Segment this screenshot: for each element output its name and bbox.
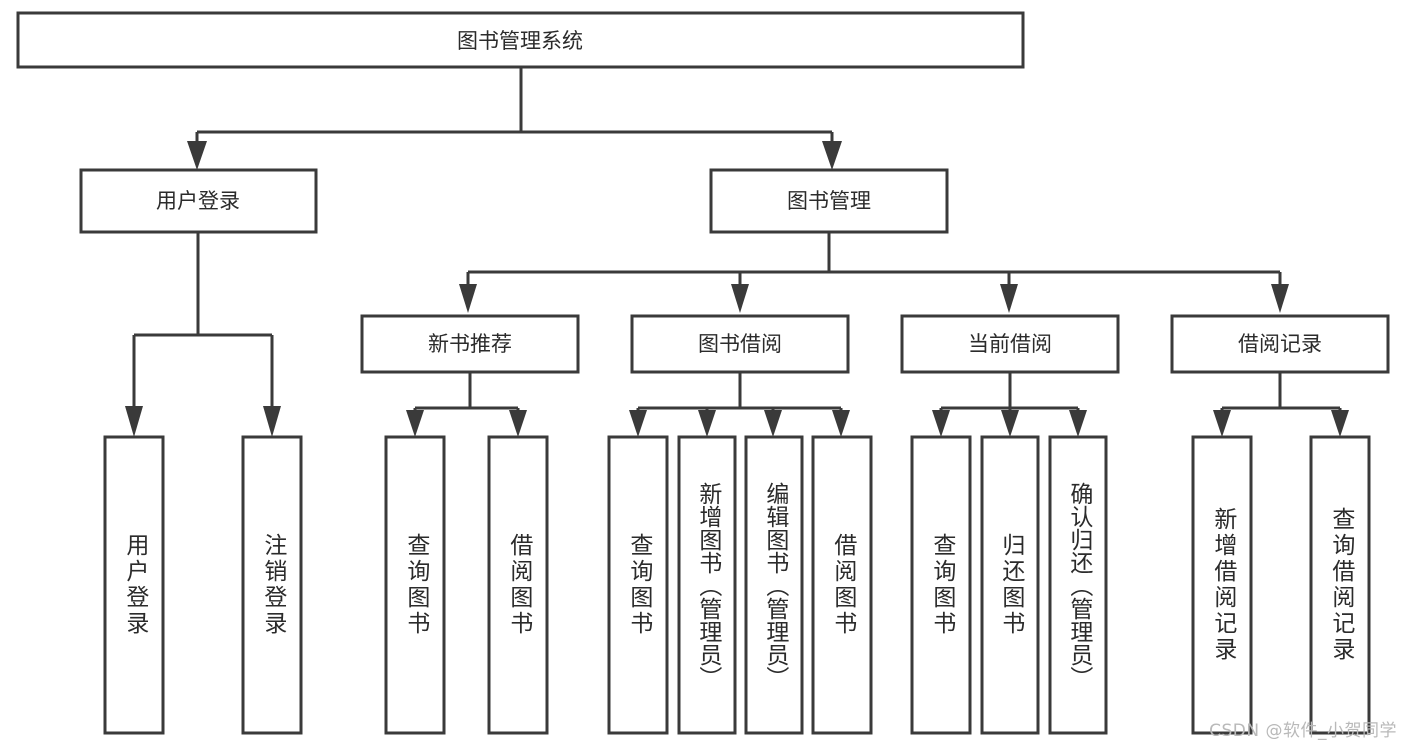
arrow-head-leaf-edit-book-admin: [764, 410, 782, 437]
arrow-head-user-login: [187, 141, 207, 170]
node-current-borrow[interactable]: 当前借阅: [900, 314, 1120, 374]
book-borrow-label: 图书借阅: [698, 332, 782, 356]
arrow-head-leaf-borrow-book-2: [832, 410, 850, 437]
new-book-recommend-label: 新书推荐: [428, 332, 512, 356]
leaf-box-query-borrow-record[interactable]: [1309, 435, 1371, 735]
leaf-box-query-book-2[interactable]: [607, 435, 669, 735]
arrow-head-new-book-recommend: [459, 284, 477, 313]
arrow-head-leaf-confirm-return-admin: [1069, 410, 1087, 437]
connector-book-manage-to-level3: [459, 232, 1289, 313]
leaf-box-borrow-book-1[interactable]: [487, 435, 549, 735]
arrow-head-leaf-user-login: [125, 406, 143, 437]
arrow-head-leaf-query-book-2: [629, 410, 647, 437]
leaf-box-edit-book-admin[interactable]: [744, 435, 804, 735]
node-root[interactable]: 图书管理系统: [16, 11, 1025, 69]
leaf-box-confirm-return-admin[interactable]: [1048, 435, 1108, 735]
root-box[interactable]: [16, 11, 1025, 69]
connector-user-login-to-leaves: [125, 232, 281, 437]
arrow-head-leaf-add-borrow-record: [1213, 410, 1231, 437]
leaf-box-add-book-admin[interactable]: [677, 435, 737, 735]
leaf-box-borrow-book-2[interactable]: [811, 435, 873, 735]
leaf-box-add-borrow-record[interactable]: [1191, 435, 1253, 735]
leaf-box-query-book-1[interactable]: [384, 435, 446, 735]
user-login-label: 用户登录: [156, 189, 240, 213]
node-book-manage[interactable]: 图书管理: [709, 168, 949, 234]
borrow-record-label: 借阅记录: [1238, 332, 1322, 356]
arrow-head-borrow-record: [1271, 284, 1289, 313]
book-manage-box[interactable]: [709, 168, 949, 234]
arrow-head-leaf-query-borrow-record: [1331, 410, 1349, 437]
connector-borrow-record-to-leaves: [1213, 372, 1349, 437]
node-new-book-recommend[interactable]: 新书推荐: [360, 314, 580, 374]
current-borrow-box[interactable]: [900, 314, 1120, 374]
book-borrow-box[interactable]: [630, 314, 850, 374]
arrow-head-book-manage: [822, 141, 842, 170]
leaf-box-user-login[interactable]: [103, 435, 165, 735]
node-borrow-record[interactable]: 借阅记录: [1170, 314, 1390, 374]
connector-book-borrow-to-leaves: [629, 372, 850, 437]
arrow-head-leaf-borrow-book-1: [509, 410, 527, 437]
leaf-box-return-book[interactable]: [980, 435, 1040, 735]
book-manage-label: 图书管理: [787, 189, 871, 213]
arrow-head-leaf-logout-login: [263, 406, 281, 437]
arrow-head-book-borrow: [731, 284, 749, 313]
connector-root-to-level2: [187, 67, 842, 170]
arrow-head-leaf-add-book-admin: [698, 410, 716, 437]
arrow-head-leaf-query-book-1: [406, 410, 424, 437]
node-book-borrow[interactable]: 图书借阅: [630, 314, 850, 374]
leaf-box-query-book-3[interactable]: [910, 435, 972, 735]
connector-current-borrow-to-leaves: [932, 372, 1087, 437]
leaf-box-logout-login[interactable]: [241, 435, 303, 735]
arrow-head-leaf-query-book-3: [932, 410, 950, 437]
current-borrow-label: 当前借阅: [968, 332, 1052, 356]
connector-new-book-recommend-to-leaves: [406, 372, 527, 437]
arrow-head-current-borrow: [1000, 284, 1018, 313]
borrow-record-box[interactable]: [1170, 314, 1390, 374]
root-label: 图书管理系统: [457, 29, 583, 53]
arrow-head-leaf-return-book: [1001, 410, 1019, 437]
node-user-login[interactable]: 用户登录: [79, 168, 318, 234]
new-book-recommend-box[interactable]: [360, 314, 580, 374]
